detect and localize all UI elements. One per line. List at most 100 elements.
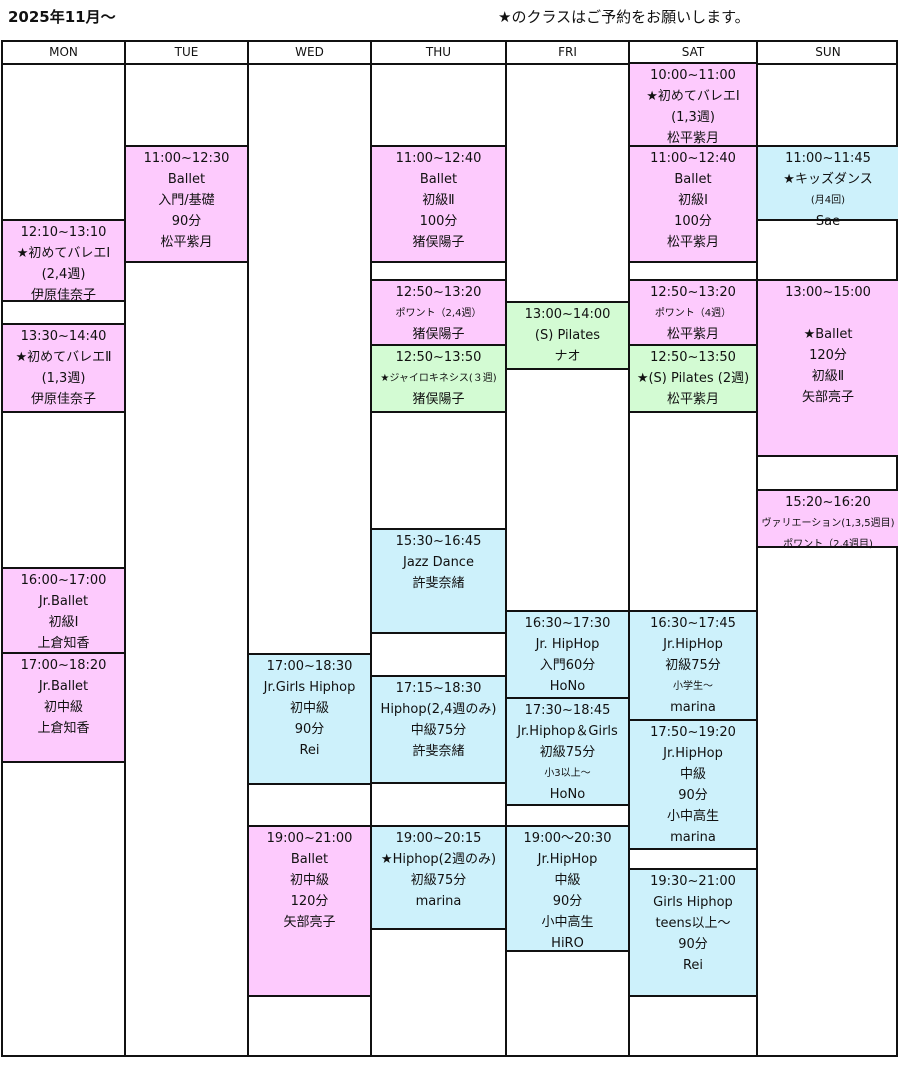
class-detail: Ballet xyxy=(419,172,458,187)
class-time: 19:30~21:00 xyxy=(650,874,736,889)
class-time: 17:15~18:30 xyxy=(395,681,482,696)
class-detail: 小3以上～ xyxy=(544,768,591,779)
class-detail: Jr.HipHop xyxy=(663,637,723,652)
class-time: 15:20~16:20 xyxy=(785,495,871,510)
class-detail: (月4回) xyxy=(810,195,846,206)
class-detail: (1,3週) xyxy=(671,110,715,125)
class-detail: 初中級 xyxy=(289,701,329,716)
class-time: 13:30~14:40 xyxy=(20,329,107,344)
class-detail: ★Ballet xyxy=(803,327,853,342)
class-time: 19:00～20:30 xyxy=(523,831,612,846)
class-detail: 松平紫月 xyxy=(666,235,719,250)
class-time: 17:00~18:20 xyxy=(20,658,107,673)
class-detail: 猪俣陽子 xyxy=(412,392,465,407)
class-detail: 許斐奈緒 xyxy=(412,576,465,591)
class-detail: 上倉知香 xyxy=(37,636,90,651)
class-detail: Jr.HipHop xyxy=(537,852,598,867)
class-detail: 松平紫月 xyxy=(666,392,719,407)
class-detail: 初級75分 xyxy=(539,745,596,760)
class-detail: ★初めてバレエⅡ xyxy=(15,350,112,365)
class-time: 15:30~16:45 xyxy=(395,534,482,549)
class-detail: (2,4週) xyxy=(41,267,86,282)
class-time: 16:30~17:45 xyxy=(650,616,736,631)
class-block: 12:50~13:50★ジャイロキネシス(３週)猪俣陽子 xyxy=(372,344,505,413)
class-detail: 90分 xyxy=(678,788,708,803)
class-block: 11:00~11:45★キッズダンス(月4回)Sae xyxy=(758,145,898,229)
class-detail: Sae xyxy=(815,214,841,229)
class-detail: 100分 xyxy=(674,214,712,229)
class-detail: 初中級 xyxy=(43,700,83,715)
class-detail: Rei xyxy=(299,743,320,758)
class-detail: 120分 xyxy=(809,348,847,363)
class-detail: ★初めてバレエⅠ xyxy=(646,89,740,104)
class-time: 17:30~18:45 xyxy=(524,703,611,718)
class-detail: 小学生～ xyxy=(673,681,713,692)
class-detail: HiRO xyxy=(551,936,584,951)
class-time: 17:50~19:20 xyxy=(650,725,736,740)
class-detail: HoNo xyxy=(549,679,586,694)
class-detail: 中級 xyxy=(679,767,706,782)
class-detail: marina xyxy=(670,830,716,845)
class-detail: 松平紫月 xyxy=(666,327,719,342)
class-detail: Ballet xyxy=(167,172,206,187)
class-detail: 120分 xyxy=(290,894,329,909)
class-detail: ポワント（2,4週） xyxy=(395,308,482,319)
page-title: 2025年11月～ xyxy=(8,8,116,26)
class-detail: 中級 xyxy=(554,873,581,888)
class-time: 13:00~14:00 xyxy=(524,307,611,322)
class-time: 16:00~17:00 xyxy=(20,573,107,588)
class-time: 11:00~12:40 xyxy=(395,151,482,166)
class-detail: 小中高生 xyxy=(541,915,594,930)
class-detail: 初中級 xyxy=(289,873,329,888)
class-time: 11:00~11:45 xyxy=(785,151,871,166)
class-detail: 初級Ⅰ xyxy=(678,193,708,208)
reservation-note: ★のクラスはご予約をお願いします。 xyxy=(498,8,750,26)
class-detail: 初級75分 xyxy=(410,873,467,888)
class-detail: HoNo xyxy=(549,787,586,802)
class-detail: 初級75分 xyxy=(665,658,721,673)
class-time: 13:00~15:00 xyxy=(785,285,871,300)
class-detail: 90分 xyxy=(678,937,708,952)
class-detail: ★初めてバレエⅠ xyxy=(16,246,111,261)
class-detail: Ballet xyxy=(674,172,712,187)
class-time: 10:00~11:00 xyxy=(650,68,736,83)
day-header: FRI xyxy=(507,42,628,65)
class-detail: 初級Ⅱ xyxy=(422,193,455,208)
class-detail: 猪俣陽子 xyxy=(412,327,465,342)
class-detail: 猪俣陽子 xyxy=(412,235,465,250)
class-detail: Jr.HipHop xyxy=(663,746,723,761)
class-detail: teens以上～ xyxy=(655,916,731,931)
class-detail: 90分 xyxy=(552,894,583,909)
class-detail: 松平紫月 xyxy=(666,131,719,146)
class-time: 16:30~17:30 xyxy=(524,616,611,631)
class-block: 12:50~13:50★(S) Pilates (2週)松平紫月 xyxy=(630,344,756,413)
class-detail xyxy=(758,303,898,324)
class-time: 12:50~13:20 xyxy=(650,285,736,300)
day-header: TUE xyxy=(126,42,247,65)
class-detail: 入門/基礎 xyxy=(158,193,215,208)
class-detail: 90分 xyxy=(294,722,325,737)
class-detail: Jr.Ballet xyxy=(38,679,89,694)
class-detail: 伊原佳奈子 xyxy=(30,288,96,303)
class-detail: ポワント（2,4週目) xyxy=(783,539,873,550)
class-time: 12:50~13:50 xyxy=(650,350,736,365)
class-time: 11:00~12:40 xyxy=(650,151,736,166)
class-detail: Hiphop(2,4週のみ) xyxy=(380,702,497,717)
